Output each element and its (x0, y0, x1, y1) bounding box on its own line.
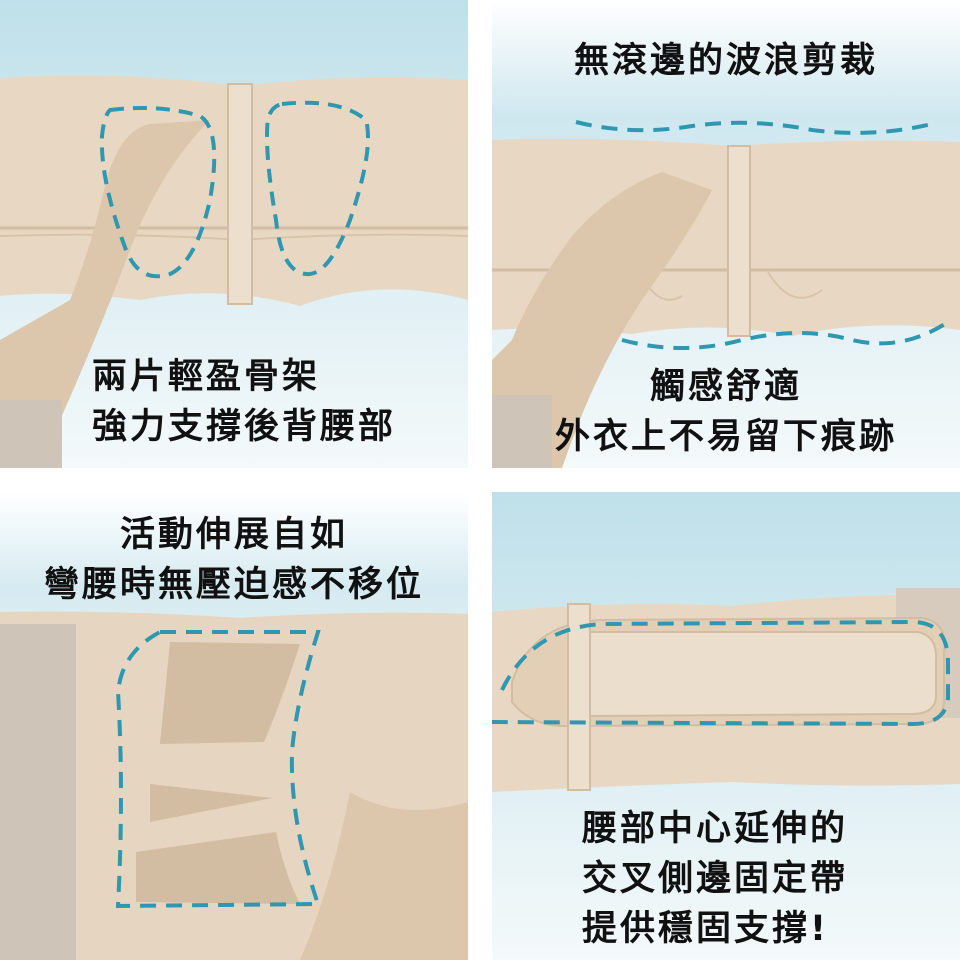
caption-line: 外衣上不易留下痕跡 (554, 417, 897, 457)
caption-cross-straps: 腰部中心延伸的 交叉側邊固定帶 提供穩固支撐! (582, 804, 848, 954)
caption-line: 觸感舒適 (649, 367, 802, 407)
caption-line: 提供穩固支撐! (582, 909, 829, 949)
belt-illustration-3 (0, 492, 468, 960)
caption-free-movement: 活動伸展自如 彎腰時無壓迫感不移位 (0, 510, 468, 610)
bone-outline-icon (265, 100, 370, 277)
bone-outline-icon (99, 106, 217, 279)
caption-line: 兩片輕盈骨架 (92, 357, 321, 397)
panel-free-movement: 活動伸展自如 彎腰時無壓迫感不移位 (0, 492, 468, 960)
caption-line: 活動伸展自如 (119, 515, 348, 555)
caption-line: 腰部中心延伸的 (582, 809, 849, 849)
caption-line: 彎腰時無壓迫感不移位 (43, 565, 424, 605)
caption-line: 強力支撐後背腰部 (92, 407, 397, 447)
belt-illustration-1 (0, 0, 468, 468)
wave-line-icon (621, 320, 950, 350)
panel-wave-cut: 無滾邊的波浪剪裁 觸感舒適 外衣上不易留下痕跡 (492, 0, 960, 468)
belt-illustration-2 (492, 0, 960, 468)
caption-line: 交叉側邊固定帶 (582, 859, 849, 899)
panel-bone-supports: 兩片輕盈骨架 強力支撐後背腰部 (0, 0, 468, 468)
panel-cross-straps: 腰部中心延伸的 交叉側邊固定帶 提供穩固支撐! (492, 492, 960, 960)
bone-outline-icon (115, 630, 321, 909)
velcro-patch-icon (0, 400, 62, 468)
wave-line-icon (575, 120, 933, 135)
bone-outline-icon (492, 619, 950, 727)
caption-wave-title: 無滾邊的波浪剪裁 (573, 41, 878, 81)
caption-wave-cut: 觸感舒適 外衣上不易留下痕跡 (492, 362, 960, 462)
caption-bone-supports: 兩片輕盈骨架 強力支撐後背腰部 (92, 352, 396, 452)
velcro-patch-icon (492, 395, 552, 468)
belt-illustration-4 (492, 492, 960, 960)
velcro-patch-icon (0, 624, 76, 960)
